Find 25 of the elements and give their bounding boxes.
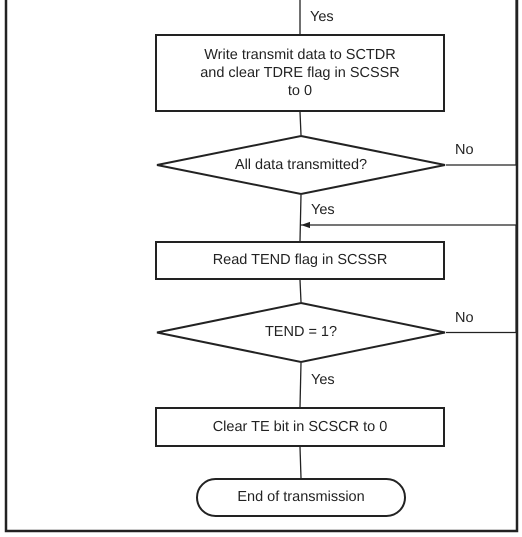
connector-line: [299, 362, 302, 408]
connector-line: [299, 280, 302, 302]
connector-line: [446, 0, 517, 166]
step-text: Write transmit data to SCTDR and clear TDRE flag in SCSSR to 0: [200, 46, 400, 100]
process-box: [155, 241, 445, 280]
decision-text: TEND = 1?: [264, 323, 338, 342]
terminal-box: [196, 478, 406, 517]
connector-line: [299, 446, 302, 478]
decision-diamond: [156, 135, 446, 195]
edge-label: Yes: [311, 373, 335, 388]
connector-line: [299, 0, 301, 34]
edge-label: Yes: [310, 10, 334, 24]
edge-label: Yes: [311, 203, 335, 218]
connector-line: [299, 194, 302, 242]
step-text: Read TEND flag in SCSSR: [212, 251, 388, 270]
edge-label: No: [455, 311, 474, 326]
connector-line: [299, 112, 302, 136]
arrow: [301, 222, 517, 334]
process-box: [155, 34, 445, 112]
step-text: Clear TE bit in SCSCR to 0: [212, 418, 388, 436]
decision-text: All data transmitted?: [234, 156, 368, 174]
edge-label: No: [455, 143, 474, 158]
decision-diamond: [156, 302, 446, 363]
step-text: End of transmission: [237, 488, 365, 507]
process-box: [155, 407, 445, 447]
